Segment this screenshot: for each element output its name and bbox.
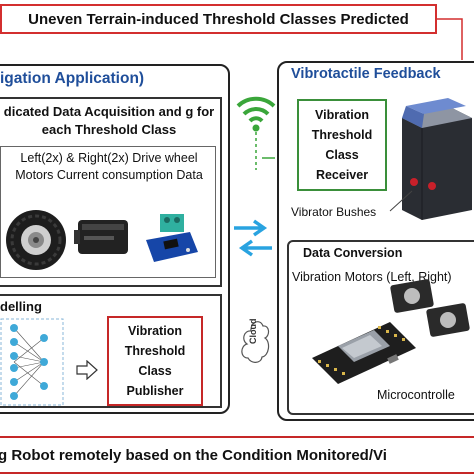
publisher-label: Vibration Threshold Class Publisher xyxy=(124,324,186,398)
cloud-icon: Cloud xyxy=(241,319,270,363)
motor-current-text: Left(2x) & Right(2x) Drive wheel Motors … xyxy=(15,151,203,182)
bidirectional-arrows-icon xyxy=(234,219,272,257)
modelling-title: delling xyxy=(0,299,42,314)
bottom-caption-text: g Robot remotely based on the Condition … xyxy=(0,446,387,464)
data-conversion-title: Data Conversion xyxy=(303,246,403,260)
microcontroller-label: Microcontrolle xyxy=(377,388,455,402)
vibrotactile-title: Vibrotactile Feedback xyxy=(291,66,441,82)
receiver-box: Vibration Threshold Class Receiver xyxy=(297,99,387,191)
diagram-title-text: Uneven Terrain-induced Threshold Classes… xyxy=(28,10,409,28)
wheel-motor-image xyxy=(6,210,66,270)
vibrator-bushes-label: Vibrator Bushes xyxy=(291,205,377,219)
vibration-motors-label: Vibration Motors (Left, Right) xyxy=(292,270,452,284)
navigation-title: igation Application) xyxy=(0,70,145,87)
vibrator-device-image xyxy=(402,98,472,220)
wifi-icon xyxy=(236,96,276,132)
cloud-label: Cloud xyxy=(248,319,258,345)
bottom-caption-box: g Robot remotely based on the Condition … xyxy=(0,436,474,474)
current-sensor-image xyxy=(146,214,198,262)
title-connector xyxy=(437,18,463,60)
data-acquisition-title: dicated Data Acquisition and g for each … xyxy=(3,104,215,137)
motor-driver-image xyxy=(74,220,128,254)
microcontroller-image xyxy=(312,322,416,384)
vibration-motor-modules-image xyxy=(390,279,470,337)
hollow-arrow-icon xyxy=(76,360,98,380)
bushes-pointer xyxy=(389,190,413,212)
neural-network-image xyxy=(0,318,64,406)
publisher-box: Vibration Threshold Class Publisher xyxy=(107,316,203,406)
diagram-title: Uneven Terrain-induced Threshold Classes… xyxy=(0,4,437,34)
receiver-label: Vibration Threshold Class Receiver xyxy=(311,108,373,182)
